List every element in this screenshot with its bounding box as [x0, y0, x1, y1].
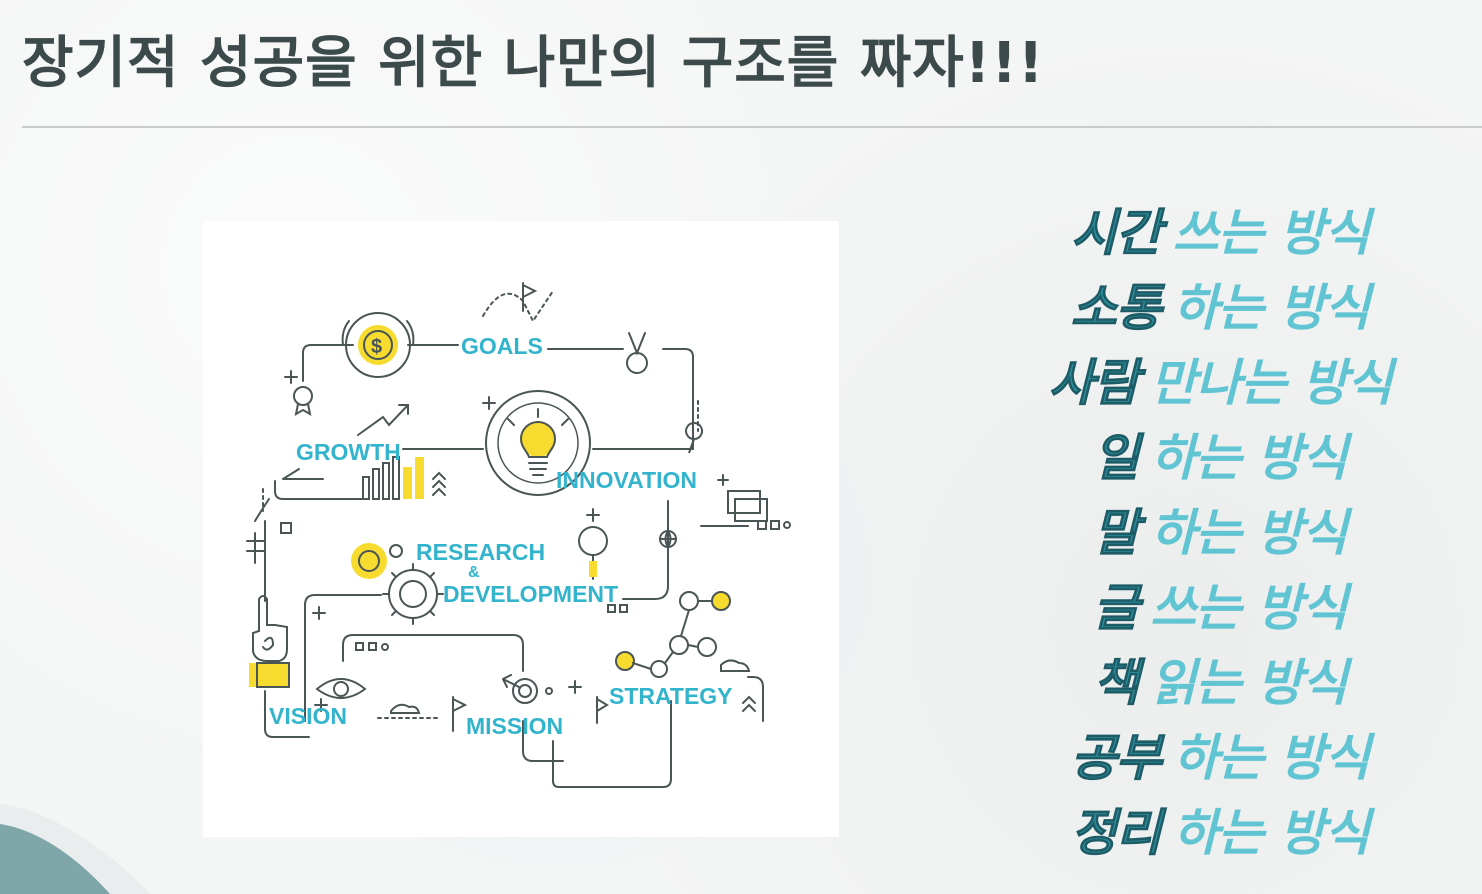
list-item-rest: 쓰는 방식	[1150, 579, 1347, 637]
label-development: DEVELOPMENT	[443, 581, 619, 607]
list-item-rest: 하는 방식	[1150, 504, 1347, 562]
label-innovation: INNOVATION	[556, 467, 697, 493]
list-item-keyword: 시간	[1070, 204, 1162, 263]
label-strategy: STRATEGY	[609, 683, 733, 709]
label-vision: VISION	[269, 703, 347, 729]
list-item-rest: 하는 방식	[1172, 279, 1370, 337]
label-ampersand: &	[468, 564, 480, 581]
list-item-keyword: 말	[1093, 504, 1140, 563]
list-item-keyword: 사람	[1048, 354, 1140, 413]
label-mission: MISSION	[466, 713, 564, 739]
list-item-keyword: 글	[1093, 579, 1140, 638]
list-item-rest: 하는 방식	[1150, 429, 1347, 487]
list-item-keyword: 정리	[1070, 804, 1162, 863]
list-item-keyword: 일	[1093, 429, 1140, 488]
list-item-rest: 만나는 방식	[1150, 354, 1392, 412]
page-curl-decoration	[0, 804, 150, 894]
list-item-keyword: 소통	[1070, 279, 1162, 338]
slide-title: 장기적 성공을 위한 나만의 구조를 짜자!!!	[22, 31, 1045, 96]
list-item-rest: 읽는 방식	[1150, 654, 1347, 712]
list-item-keyword: 공부	[1070, 729, 1162, 788]
title-divider	[22, 126, 1482, 128]
svg-text:$: $	[371, 336, 382, 358]
label-research: RESEARCH	[416, 539, 546, 565]
list-item-rest: 하는 방식	[1172, 729, 1370, 787]
list-item-rest: 쓰는 방식	[1172, 204, 1370, 262]
business-concept-diagram: $	[203, 221, 839, 837]
list-item-rest: 하는 방식	[1172, 804, 1370, 862]
list-item-keyword: 책	[1093, 654, 1140, 713]
label-goals: GOALS	[461, 333, 543, 359]
label-growth: GROWTH	[296, 439, 401, 465]
